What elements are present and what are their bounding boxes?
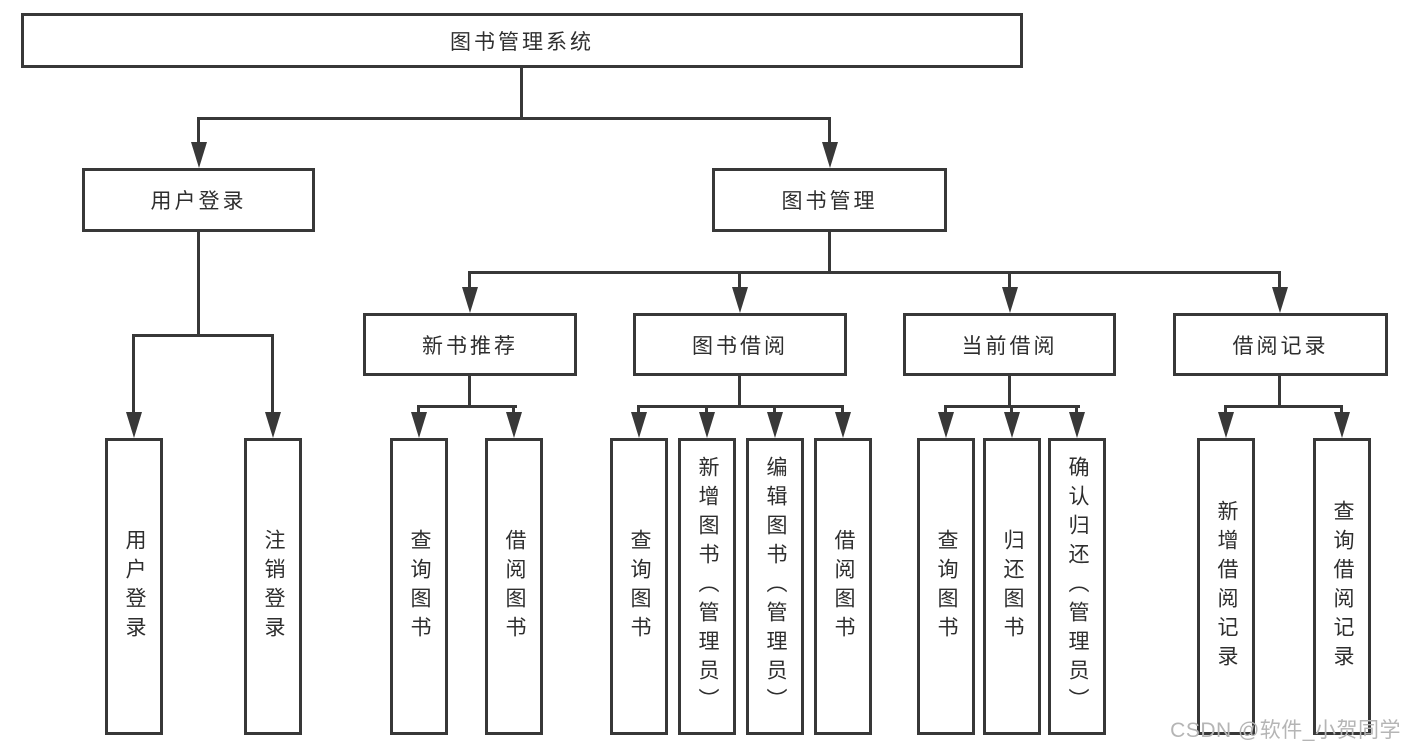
arrowhead-icon xyxy=(699,412,715,438)
connector-line xyxy=(738,271,741,289)
leaf-logout: 注销登录 xyxy=(244,438,302,735)
leaf-user-login: 用户登录 xyxy=(105,438,163,735)
arrowhead-icon xyxy=(732,287,748,313)
leaf-query-borrow-record-label: 查询借阅记录 xyxy=(1331,499,1354,674)
connector-line xyxy=(1010,405,1013,415)
arrowhead-icon xyxy=(265,412,281,438)
arrowhead-icon xyxy=(1004,412,1020,438)
connector-line xyxy=(1008,375,1011,408)
connector-line xyxy=(468,271,471,289)
leaf-return-books-label: 归还图书 xyxy=(1001,528,1024,645)
connector-line xyxy=(828,117,831,144)
node-current-borrowing-label: 当前借阅 xyxy=(961,334,1058,358)
leaf-add-books-admin: 新增图书（管理员） xyxy=(678,438,736,735)
connector-line xyxy=(637,405,844,408)
node-book-borrowing: 图书借阅 xyxy=(633,313,847,376)
arrowhead-icon xyxy=(835,412,851,438)
leaf-return-books: 归还图书 xyxy=(983,438,1041,735)
leaf-query-books-recommend: 查询图书 xyxy=(390,438,448,735)
connector-line xyxy=(468,271,1281,274)
connector-line xyxy=(132,334,274,337)
node-current-borrowing: 当前借阅 xyxy=(903,313,1116,376)
node-user-login: 用户登录 xyxy=(82,168,315,232)
node-book-management: 图书管理 xyxy=(712,168,947,232)
connector-line xyxy=(1075,405,1078,415)
connector-line xyxy=(1224,405,1343,408)
arrowhead-icon xyxy=(1069,412,1085,438)
node-root-label: 图书管理系统 xyxy=(450,30,594,54)
arrowhead-icon xyxy=(822,142,838,168)
connector-line xyxy=(417,405,420,415)
connector-line xyxy=(1278,375,1281,408)
arrowhead-icon xyxy=(1002,287,1018,313)
arrowhead-icon xyxy=(1334,412,1350,438)
connector-line xyxy=(197,232,200,336)
connector-line xyxy=(197,117,200,144)
node-borrowing-records-label: 借阅记录 xyxy=(1232,334,1329,358)
arrowhead-icon xyxy=(767,412,783,438)
arrowhead-icon xyxy=(462,287,478,313)
leaf-query-books-borrowing: 查询图书 xyxy=(610,438,668,735)
connector-line xyxy=(738,375,741,408)
leaf-add-borrow-record: 新增借阅记录 xyxy=(1197,438,1255,735)
connector-line xyxy=(271,334,274,414)
arrowhead-icon xyxy=(506,412,522,438)
connector-line xyxy=(637,405,640,415)
arrowhead-icon xyxy=(411,412,427,438)
arrowhead-icon xyxy=(191,142,207,168)
connector-line xyxy=(468,375,471,408)
connector-line xyxy=(1224,405,1227,415)
leaf-query-books-borrowing-label: 查询图书 xyxy=(628,528,651,645)
connector-line xyxy=(841,405,844,415)
connector-line xyxy=(705,405,708,415)
node-root: 图书管理系统 xyxy=(21,13,1023,68)
leaf-confirm-return-admin: 确认归还（管理员） xyxy=(1048,438,1106,735)
connector-line xyxy=(520,68,523,119)
leaf-logout-label: 注销登录 xyxy=(262,528,285,645)
node-book-borrowing-label: 图书借阅 xyxy=(692,334,788,358)
connector-line xyxy=(512,405,515,415)
watermark: CSDN @软件_小贺同学 xyxy=(1170,719,1401,742)
leaf-add-books-admin-label: 新增图书（管理员） xyxy=(696,456,719,717)
connector-line xyxy=(828,232,831,273)
connector-line xyxy=(197,117,831,120)
node-borrowing-records: 借阅记录 xyxy=(1173,313,1388,376)
connector-line xyxy=(1340,405,1343,415)
arrowhead-icon xyxy=(631,412,647,438)
connector-line xyxy=(773,405,776,415)
connector-line xyxy=(944,405,947,415)
connector-line xyxy=(417,405,517,408)
connector-line xyxy=(132,334,135,414)
leaf-edit-books-admin: 编辑图书（管理员） xyxy=(746,438,804,735)
leaf-query-books-current-label: 查询图书 xyxy=(935,528,958,645)
leaf-borrow-books-borrowing: 借阅图书 xyxy=(814,438,872,735)
node-new-book-recommend: 新书推荐 xyxy=(363,313,577,376)
leaf-add-borrow-record-label: 新增借阅记录 xyxy=(1215,499,1238,674)
leaf-query-books-recommend-label: 查询图书 xyxy=(408,528,431,645)
node-new-book-recommend-label: 新书推荐 xyxy=(422,334,518,358)
connector-line xyxy=(1008,271,1011,289)
arrowhead-icon xyxy=(1218,412,1234,438)
connector-line xyxy=(1278,271,1281,289)
arrowhead-icon xyxy=(938,412,954,438)
leaf-borrow-books-recommend: 借阅图书 xyxy=(485,438,543,735)
leaf-edit-books-admin-label: 编辑图书（管理员） xyxy=(764,456,787,717)
leaf-query-books-current: 查询图书 xyxy=(917,438,975,735)
node-book-management-label: 图书管理 xyxy=(781,190,878,213)
node-user-login-label: 用户登录 xyxy=(150,190,247,213)
leaf-confirm-return-admin-label: 确认归还（管理员） xyxy=(1066,456,1089,717)
leaf-borrow-books-borrowing-label: 借阅图书 xyxy=(832,528,855,645)
leaf-borrow-books-recommend-label: 借阅图书 xyxy=(503,528,526,645)
arrowhead-icon xyxy=(1272,287,1288,313)
leaf-user-login-label: 用户登录 xyxy=(123,528,146,645)
leaf-query-borrow-record: 查询借阅记录 xyxy=(1313,438,1371,735)
arrowhead-icon xyxy=(126,412,142,438)
